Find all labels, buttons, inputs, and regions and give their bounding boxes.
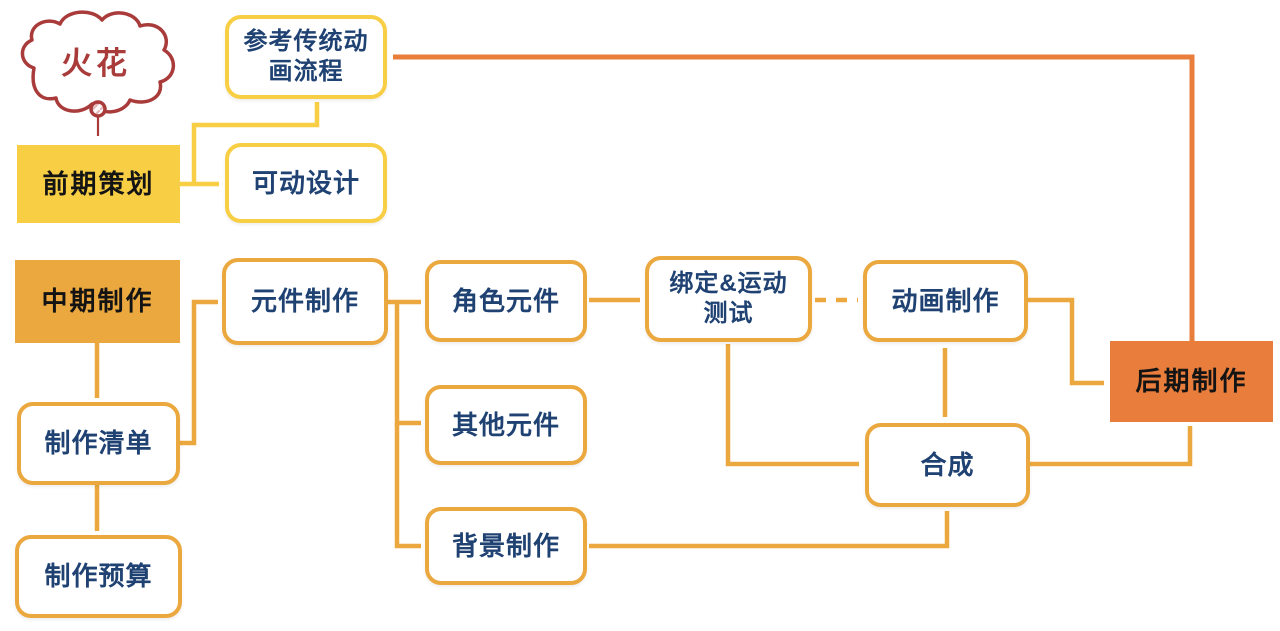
- node-compositing: 合成: [865, 423, 1030, 507]
- edge-animationproduction-postproduction: [1028, 297, 1104, 386]
- node-mid-production: 中期制作: [15, 260, 180, 343]
- node-production-list: 制作清单: [17, 402, 180, 485]
- edge-postproduction-reference: [393, 54, 1195, 341]
- edge-componentproduction-backgroundproduction: [394, 423, 421, 549]
- node-character-components: 角色元件: [425, 260, 587, 342]
- node-movable-design: 可动设计: [225, 143, 387, 223]
- node-rigging-motion-test: 绑定&运动 测试: [645, 256, 812, 342]
- edge-preproduction-reference: [191, 102, 320, 186]
- edge-componentproduction-othercomponents: [394, 302, 421, 426]
- node-post-production: 后期制作: [1110, 341, 1273, 422]
- node-pre-production: 前期策划: [17, 145, 180, 223]
- node-component-production: 元件制作: [222, 258, 388, 345]
- node-reference-traditional: 参考传统动 画流程: [225, 15, 387, 99]
- edge-compositing-postproduction: [1030, 426, 1193, 467]
- node-spark-label: 火花: [61, 46, 131, 81]
- node-animation-production: 动画制作: [863, 260, 1028, 342]
- node-background-production: 背景制作: [425, 507, 587, 585]
- edge-productionlist-componentproduction: [180, 299, 218, 446]
- edge-backgroundproduction-compositing: [589, 511, 950, 549]
- node-other-components: 其他元件: [425, 385, 587, 465]
- edge-riggingmotiontest-compositing: [725, 344, 859, 467]
- node-production-budget: 制作预算: [15, 535, 182, 618]
